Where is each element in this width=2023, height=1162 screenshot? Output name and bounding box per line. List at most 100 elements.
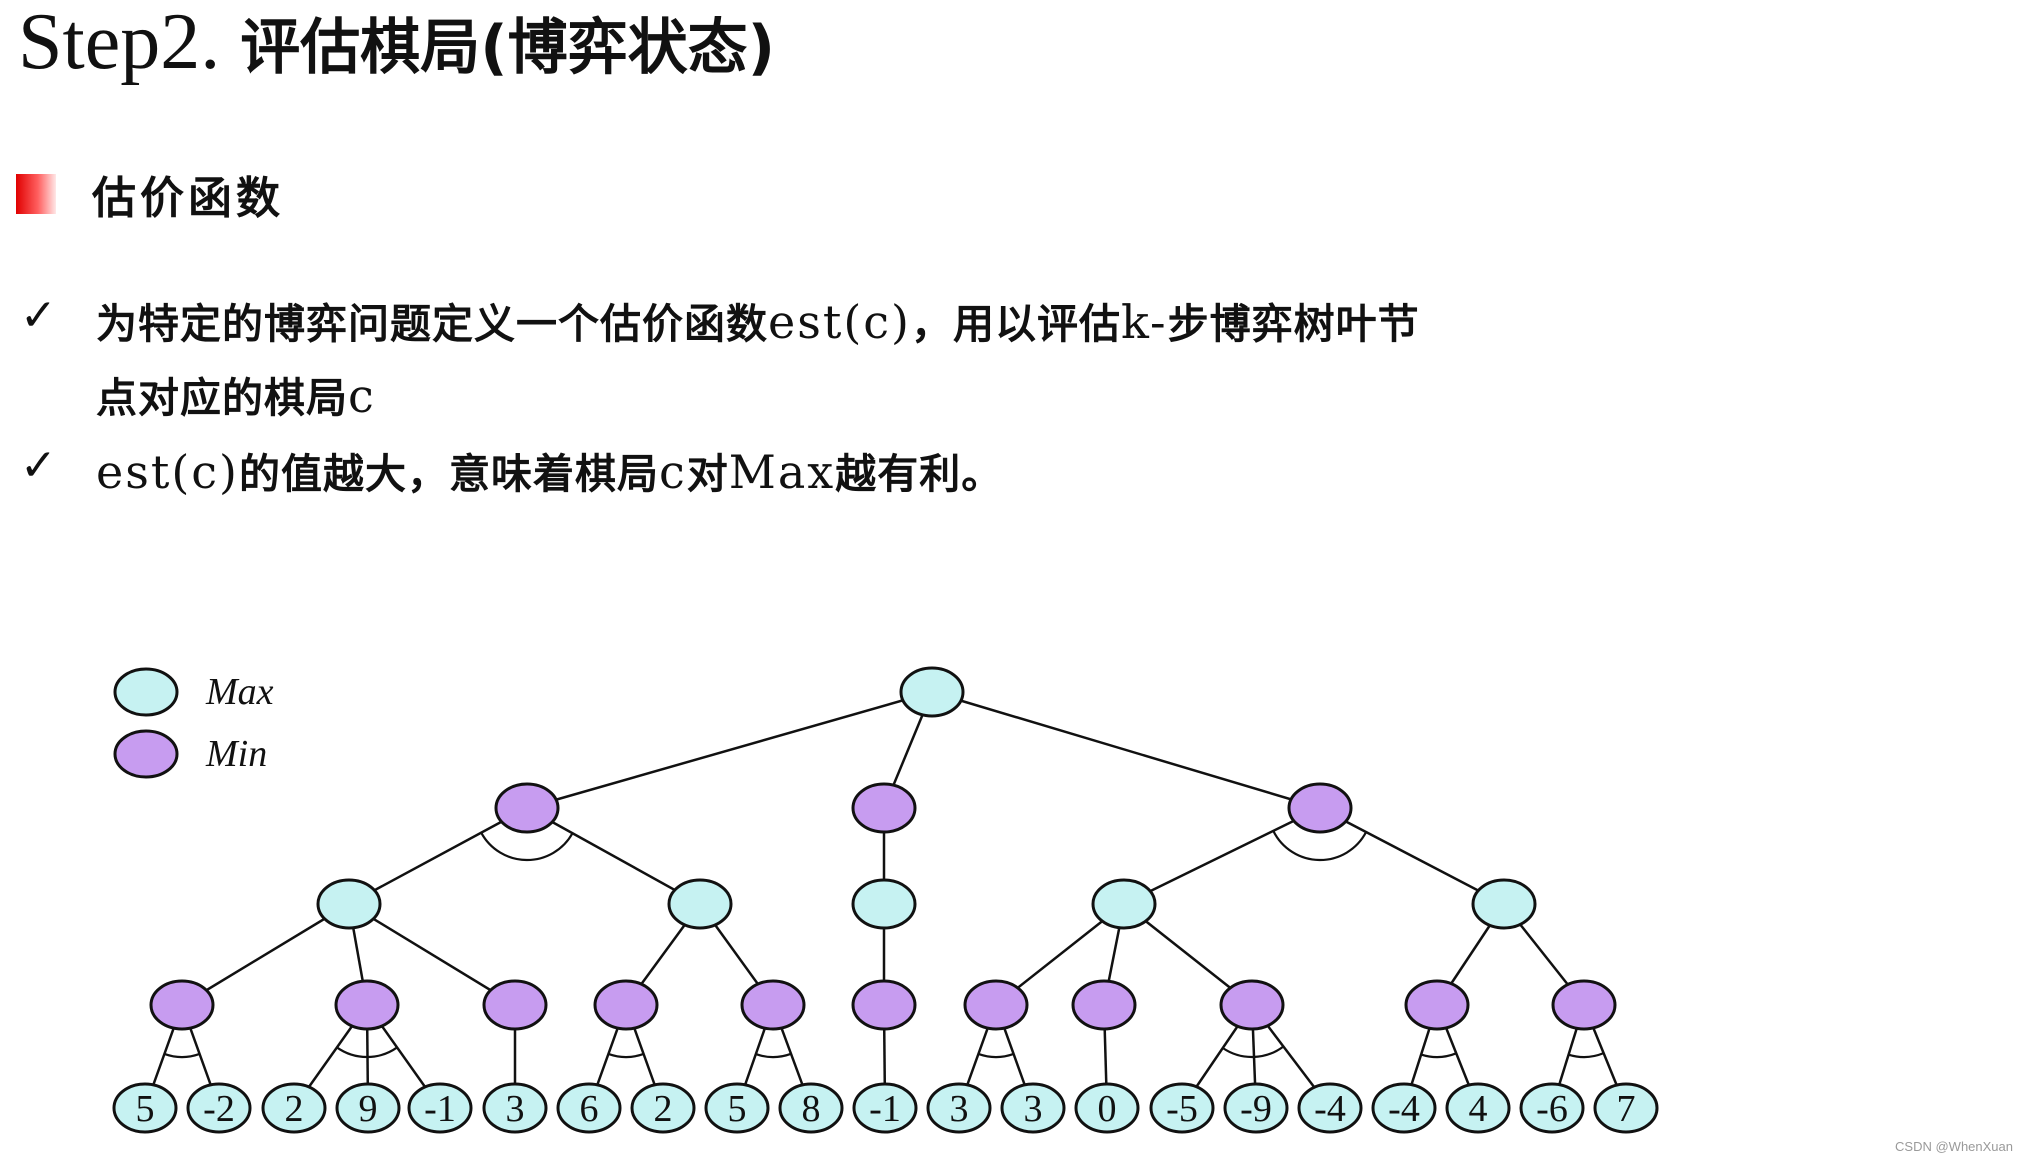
leaf-node-14 (1149, 1082, 1215, 1134)
leaf-node-13 (1074, 1082, 1140, 1134)
leaf-value: -9 (1240, 1088, 1272, 1130)
min-node-l3-5 (851, 979, 917, 1031)
edge-root-to-min-0 (526, 690, 933, 810)
leaf-value: -4 (1388, 1088, 1420, 1130)
leaf-value: 3 (950, 1088, 969, 1130)
page-title: Step2. 评估棋局(博弈状态) (18, 0, 775, 90)
leaf-value: 7 (1617, 1088, 1636, 1130)
bullet-1-c: c (348, 369, 376, 423)
leaf-value: -6 (1536, 1088, 1568, 1130)
leaf-value: -4 (1314, 1088, 1346, 1130)
leaf-node-8 (704, 1082, 770, 1134)
edge-l2-l3-2 (348, 902, 516, 1007)
watermark: CSDN @WhenXuan (1895, 1139, 2013, 1154)
leaf-value: 2 (285, 1088, 304, 1130)
bullet-2-max: Max (728, 445, 836, 499)
and-arc-l1-2 (1272, 830, 1368, 862)
leaf-value: -5 (1166, 1088, 1198, 1130)
leaf-node-15 (1223, 1082, 1289, 1134)
legend-min-swatch (113, 729, 179, 779)
min-node-l3-2 (482, 979, 548, 1031)
edge-root-to-min-2 (931, 690, 1321, 810)
leaf-value: 6 (580, 1088, 599, 1130)
leaf-node-2 (261, 1082, 327, 1134)
leaf-value: 3 (1024, 1088, 1043, 1130)
min-node-l3-4 (740, 979, 806, 1031)
min-node-l1-2 (1287, 782, 1353, 834)
edge-l1-l2-0 (348, 806, 528, 906)
bullet-1-cjk-3: 步博弈树叶节 (1167, 300, 1420, 348)
edge-l2-l3-0 (181, 902, 350, 1007)
checkmark-icon: ✓ (20, 440, 58, 491)
max-node-l2-0 (316, 878, 382, 930)
bullet-2-c: c (658, 445, 687, 499)
bullet-1-text: 为特定的博弈问题定义一个估价函数est(c)，用以评估k-步博弈树叶节 (96, 290, 1420, 350)
leaf-value: -2 (203, 1088, 235, 1130)
min-node-l3-1 (334, 979, 400, 1031)
leaf-value: 9 (359, 1088, 378, 1130)
min-node-l3-0 (149, 979, 215, 1031)
leaf-node-0 (112, 1082, 178, 1134)
and-arc-l3-0 (164, 1052, 200, 1059)
min-node-l3-6 (963, 979, 1029, 1031)
edge-l1-l2-4 (1319, 806, 1505, 906)
max-node-l2-3 (1091, 878, 1157, 930)
leaf-node-20 (1593, 1082, 1659, 1134)
bullet-2-cjk-2: 对 (686, 450, 729, 498)
and-arc-l3-10 (1568, 1052, 1605, 1059)
leaf-value: 4 (1469, 1088, 1488, 1130)
section-heading: 估价函数 (16, 162, 284, 226)
and-arc-l1-0 (480, 832, 574, 862)
bullet-2-cjk: 的值越大，意味着棋局 (238, 450, 659, 498)
bullet-1-cjk-4: 点对应的棋局 (96, 374, 348, 422)
leaf-node-1 (186, 1082, 252, 1134)
leaf-node-19 (1519, 1082, 1585, 1134)
legend-max-swatch (113, 667, 179, 717)
and-arc-l3-8 (1222, 1045, 1285, 1059)
leaf-value: 8 (802, 1088, 821, 1130)
bullet-1-formula: est(c) (768, 295, 911, 349)
root-max-node (899, 666, 965, 718)
legend-min-label: Min (206, 733, 268, 775)
max-node-l2-4 (1471, 878, 1537, 930)
min-node-l3-10 (1551, 979, 1617, 1031)
leaf-node-4 (407, 1082, 473, 1134)
bullet-2-formula: est(c) (96, 445, 239, 499)
section-label: 估价函数 (92, 173, 284, 224)
leaf-node-3 (335, 1082, 401, 1134)
and-arc-l3-1 (336, 1046, 398, 1059)
leaf-node-16 (1297, 1082, 1363, 1134)
leaf-node-18 (1445, 1082, 1511, 1134)
min-node-l1-0 (494, 782, 560, 834)
bullet-1-cjk-2: ，用以评估 (910, 300, 1121, 348)
leaf-value: 5 (136, 1088, 155, 1130)
and-arc-l3-6 (978, 1052, 1014, 1059)
checkmark-icon: ✓ (20, 290, 58, 341)
min-node-l3-7 (1071, 979, 1137, 1031)
min-node-l1-1 (851, 782, 917, 834)
legend-max-label: Max (206, 671, 274, 713)
leaf-node-11 (926, 1082, 992, 1134)
edge-l1-l2-1 (526, 806, 701, 906)
bullet-1-cjk: 为特定的博弈问题定义一个估价函数 (96, 300, 768, 348)
bullet-1-k: k- (1120, 295, 1168, 349)
min-node-l3-3 (593, 979, 659, 1031)
leaf-node-17 (1371, 1082, 1437, 1134)
and-arc-l3-4 (755, 1052, 792, 1059)
leaf-node-7 (630, 1082, 696, 1134)
min-node-l3-9 (1404, 979, 1470, 1031)
title-cjk: 评估棋局(博弈状态) (240, 13, 776, 83)
leaf-value: 5 (728, 1088, 747, 1130)
and-arc-l3-9 (1420, 1052, 1457, 1059)
leaf-node-10 (852, 1082, 918, 1134)
leaf-node-12 (1000, 1082, 1066, 1134)
bullet-2-cjk-3: 越有利。 (835, 450, 1004, 498)
bullet-2-text: est(c)的值越大，意味着棋局c对Max越有利。 (96, 440, 1003, 500)
title-latin: Step2. (18, 0, 241, 86)
red-square-bullet-icon (16, 174, 56, 214)
leaf-node-5 (482, 1082, 548, 1134)
max-node-l2-1 (667, 878, 733, 930)
leaf-value: -1 (424, 1088, 456, 1130)
leaf-node-6 (556, 1082, 622, 1134)
